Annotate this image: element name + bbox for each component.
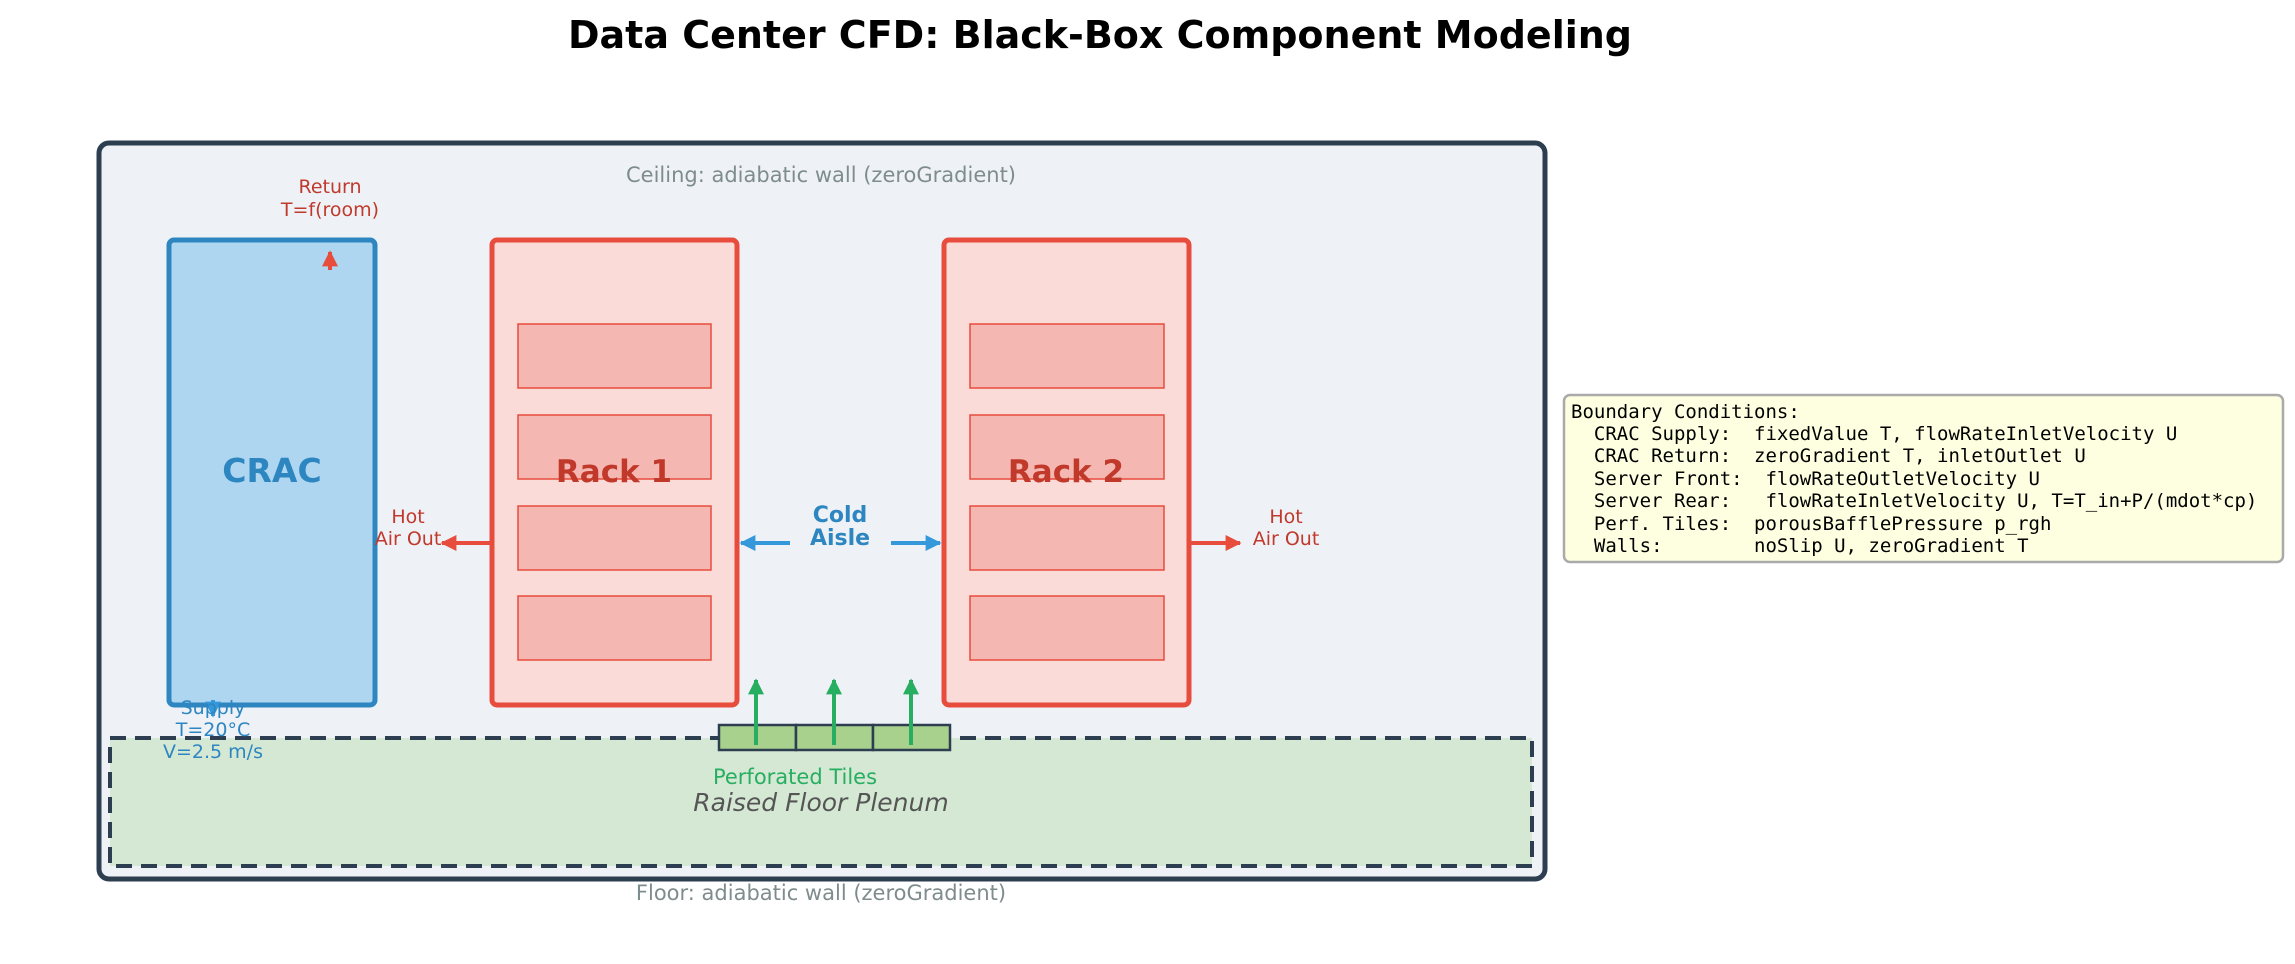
crac-return-label-line1: Return xyxy=(298,176,361,198)
rack-1-server-1 xyxy=(517,323,712,389)
perforated-tiles-label: Perforated Tiles xyxy=(713,765,877,789)
rack-2-server-2 xyxy=(969,414,1165,480)
bc-line-perf-tiles: Perf. Tiles: porousBafflePressure p_rgh xyxy=(1571,513,2051,535)
plenum-label: Raised Floor Plenum xyxy=(693,788,948,817)
rack-2-hot-air-line2: Air Out xyxy=(1253,528,1320,550)
rack-1-label: Rack 1 xyxy=(556,454,672,490)
ceiling-label: Ceiling: adiabatic wall (zeroGradient) xyxy=(626,163,1016,187)
cold-aisle-label-line1: Cold xyxy=(813,503,868,528)
crac-unit xyxy=(166,237,378,708)
cold-aisle-label-line2: Aisle xyxy=(810,526,870,551)
rack-2-server-1 xyxy=(969,323,1165,389)
crac-supply-label-line3: V=2.5 m/s xyxy=(163,741,263,763)
rack-1-server-4 xyxy=(517,595,712,661)
crac-supply-label-line2: T=20°C xyxy=(175,719,250,741)
bc-line-walls: Walls: noSlip U, zeroGradient T xyxy=(1571,535,2029,557)
boundary-conditions-box xyxy=(1562,393,2285,564)
rack-1-server-2 xyxy=(517,414,712,480)
rack-2-server-3 xyxy=(969,505,1165,571)
raised-floor-plenum xyxy=(108,736,1534,868)
diagram-title: Data Center CFD: Black-Box Component Mod… xyxy=(568,13,1632,57)
floor-label: Floor: adiabatic wall (zeroGradient) xyxy=(636,881,1006,905)
rack-1-hot-air-line1: Hot xyxy=(391,506,424,528)
crac-label: CRAC xyxy=(222,451,321,490)
rack-1-server-3 xyxy=(517,505,712,571)
bc-line-crac-supply: CRAC Supply: fixedValue T, flowRateInlet… xyxy=(1571,423,2177,445)
bc-line-server-front: Server Front: flowRateOutletVelocity U xyxy=(1571,468,2040,490)
bc-line-crac-return: CRAC Return: zeroGradient T, inletOutlet… xyxy=(1571,445,2086,467)
rack-1-hot-air-line2: Air Out xyxy=(375,528,442,550)
crac-return-label-line2: T=f(room) xyxy=(280,199,379,221)
crac-supply-label-line1: Supply xyxy=(181,697,246,719)
rack-2-label: Rack 2 xyxy=(1008,454,1124,490)
boundary-conditions-heading: Boundary Conditions: xyxy=(1571,401,1800,423)
bc-line-server-rear: Server Rear: flowRateInletVelocity U, T=… xyxy=(1571,490,2257,512)
rack-2-hot-air-line1: Hot xyxy=(1269,506,1302,528)
rack-2-server-4 xyxy=(969,595,1165,661)
